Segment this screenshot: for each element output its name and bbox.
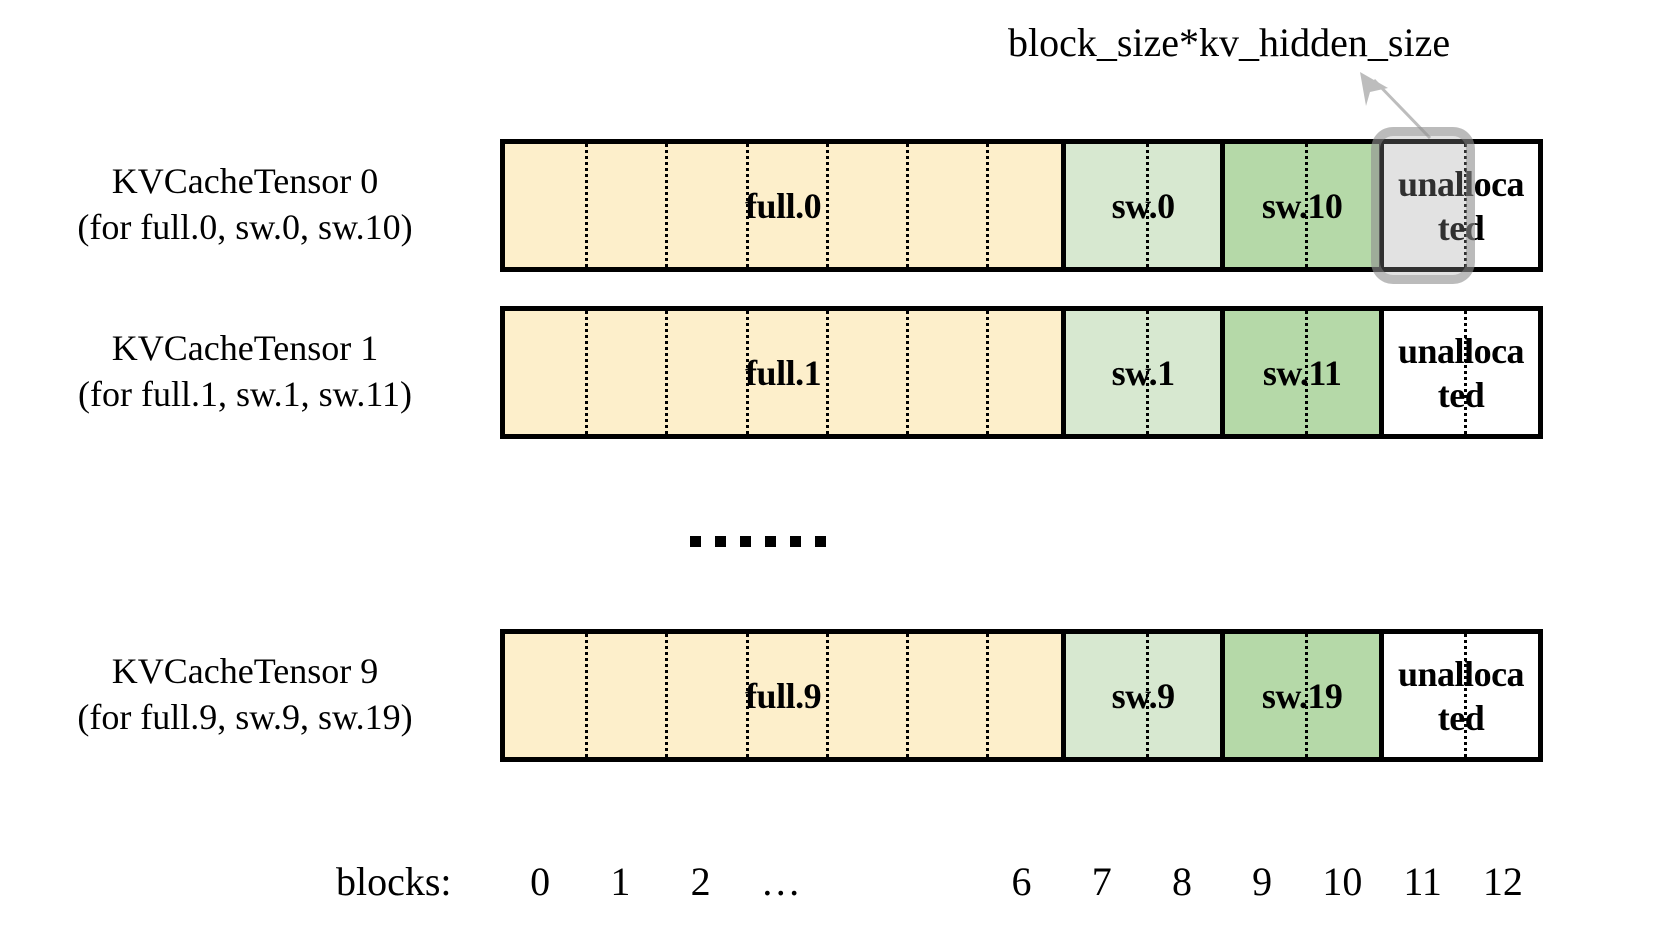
bar-segment-label: full.0 [745,185,822,226]
block-divider [825,634,829,757]
axis-tick-…: … [760,859,801,904]
row-label-subtitle: (for full.0, sw.0, sw.10) [77,206,413,247]
callout-label: block_size*kv_hidden_size [1008,20,1451,65]
bar-segment-label: unalloca ted [1398,653,1525,738]
block-divider [665,634,669,757]
block-divider [585,634,589,757]
bar-segment-label: unalloca ted [1398,330,1525,415]
block-divider [745,634,749,757]
row-label-title: KVCacheTensor 0 [111,160,379,201]
row-label-title: KVCacheTensor 9 [111,650,379,691]
block-divider [906,311,910,434]
block-divider [665,144,669,267]
block-divider [825,311,829,434]
block-divider [1146,311,1150,434]
block-divider [1464,311,1468,434]
kvcache-tensor-bar: full.0 sw.0 sw.10 unalloca ted [500,139,1543,272]
kvcache-tensor-bar: full.9 sw.9 sw.19 unalloca ted [500,629,1543,762]
block-divider [986,311,990,434]
block-divider [1146,634,1150,757]
block-divider [745,144,749,267]
bar-segment-sw_light[interactable]: sw.9 [1061,634,1221,757]
bar-segment-label: unalloca ted [1398,163,1525,248]
block-divider [906,634,910,757]
bar-segment-full[interactable]: full.1 [505,311,1062,434]
bar-segment-sw_dark[interactable]: sw.10 [1220,144,1380,267]
rows-ellipsis [690,536,826,547]
block-divider [1146,144,1150,267]
axis-title: blocks: [336,859,452,904]
block-divider [1464,634,1468,757]
axis-tick-1: 1 [610,859,631,904]
kvcache-tensor-bar: full.1 sw.1 sw.11 unalloca ted [500,306,1543,439]
block-divider [585,144,589,267]
bar-segment-label: sw.9 [1111,675,1176,716]
bar-segment-label: sw.0 [1111,185,1176,226]
callout-arrow-icon [1360,72,1432,140]
block-divider [1305,311,1309,434]
bar-segment-unallocated[interactable]: unalloca ted [1379,311,1539,434]
bar-segment-label: sw.1 [1111,352,1176,393]
bar-segment-unallocated[interactable]: unalloca ted [1379,144,1539,267]
axis-tick-10: 10 [1322,859,1363,904]
row-label-title: KVCacheTensor 1 [111,327,379,368]
block-divider [745,311,749,434]
block-divider [986,144,990,267]
row-label-subtitle: (for full.1, sw.1, sw.11) [78,373,412,414]
axis-tick-7: 7 [1091,859,1112,904]
block-divider [825,144,829,267]
axis-tick-6: 6 [1011,859,1032,904]
bar-segment-full[interactable]: full.0 [505,144,1062,267]
bar-segment-unallocated[interactable]: unalloca ted [1379,634,1539,757]
axis-tick-11: 11 [1403,859,1442,904]
block-divider [585,311,589,434]
block-divider [1305,144,1309,267]
axis-tick-0: 0 [530,859,551,904]
row-label-2: KVCacheTensor 9 (for full.9, sw.9, sw.19) [10,648,480,740]
row-label-0: KVCacheTensor 0 (for full.0, sw.0, sw.10) [10,158,480,250]
bar-segment-label: sw.11 [1262,352,1342,393]
block-divider [1464,144,1468,267]
bar-segment-full[interactable]: full.9 [505,634,1062,757]
axis-tick-12: 12 [1482,859,1523,904]
row-label-1: KVCacheTensor 1 (for full.1, sw.1, sw.11) [10,325,480,417]
axis-tick-9: 9 [1252,859,1273,904]
block-divider [906,144,910,267]
bar-segment-sw_light[interactable]: sw.1 [1061,311,1221,434]
bar-segment-label: sw.19 [1261,675,1343,716]
axis-tick-8: 8 [1171,859,1192,904]
block-divider [986,634,990,757]
bar-segment-label: full.9 [745,675,822,716]
bar-segment-label: sw.10 [1261,185,1343,226]
bar-segment-sw_dark[interactable]: sw.19 [1220,634,1380,757]
block-divider [665,311,669,434]
bar-segment-sw_dark[interactable]: sw.11 [1220,311,1380,434]
block-divider [1305,634,1309,757]
row-label-subtitle: (for full.9, sw.9, sw.19) [77,696,413,737]
axis-tick-2: 2 [690,859,711,904]
bar-segment-label: full.1 [745,352,822,393]
bar-segment-sw_light[interactable]: sw.0 [1061,144,1221,267]
